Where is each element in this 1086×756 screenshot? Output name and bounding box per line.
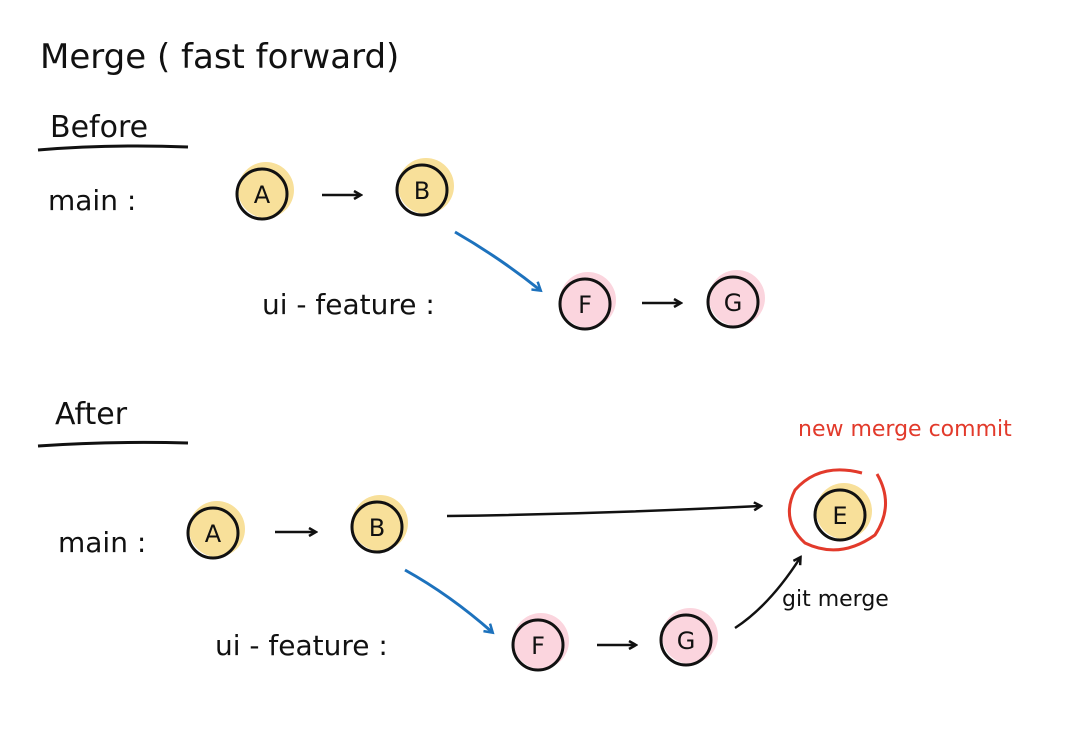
after-main-label: main : [58,526,146,559]
after-feature-label: ui - feature : [215,629,388,662]
svg-text:F: F [578,291,592,319]
diagram-title: Merge ( fast forward) [40,37,399,77]
before-main-label: main : [48,184,136,217]
before-commit-b: B [395,158,454,217]
git-merge-label: git merge [782,587,889,612]
after-commit-g: G [659,608,718,667]
after-commit-f: F [511,613,569,672]
before-commit-g: G [706,270,765,329]
merge-commit-annotation: new merge commit [798,417,1012,442]
after-arrow-b-e [446,506,760,518]
svg-text:G: G [724,289,743,317]
svg-text:G: G [677,627,696,655]
svg-text:A: A [205,520,222,548]
svg-text:A: A [254,181,271,209]
svg-text:B: B [369,514,385,542]
highlight-circle [787,468,887,552]
after-commit-a: A [186,501,245,560]
before-heading: Before [50,110,148,145]
before-commit-a: A [235,162,294,221]
before-underline [37,144,189,152]
svg-text:F: F [531,632,545,660]
before-feature-label: ui - feature : [262,288,435,321]
after-branch-arrow [404,568,492,632]
after-commit-b: B [350,495,408,554]
svg-text:B: B [414,177,430,205]
merge-arrow-g-e [734,558,800,630]
merge-commit-e: E [787,468,887,552]
after-heading: After [55,397,128,432]
before-commit-f: F [558,272,616,331]
before-branch-arrow [454,230,540,290]
svg-text:E: E [832,502,847,530]
after-underline [37,440,189,448]
